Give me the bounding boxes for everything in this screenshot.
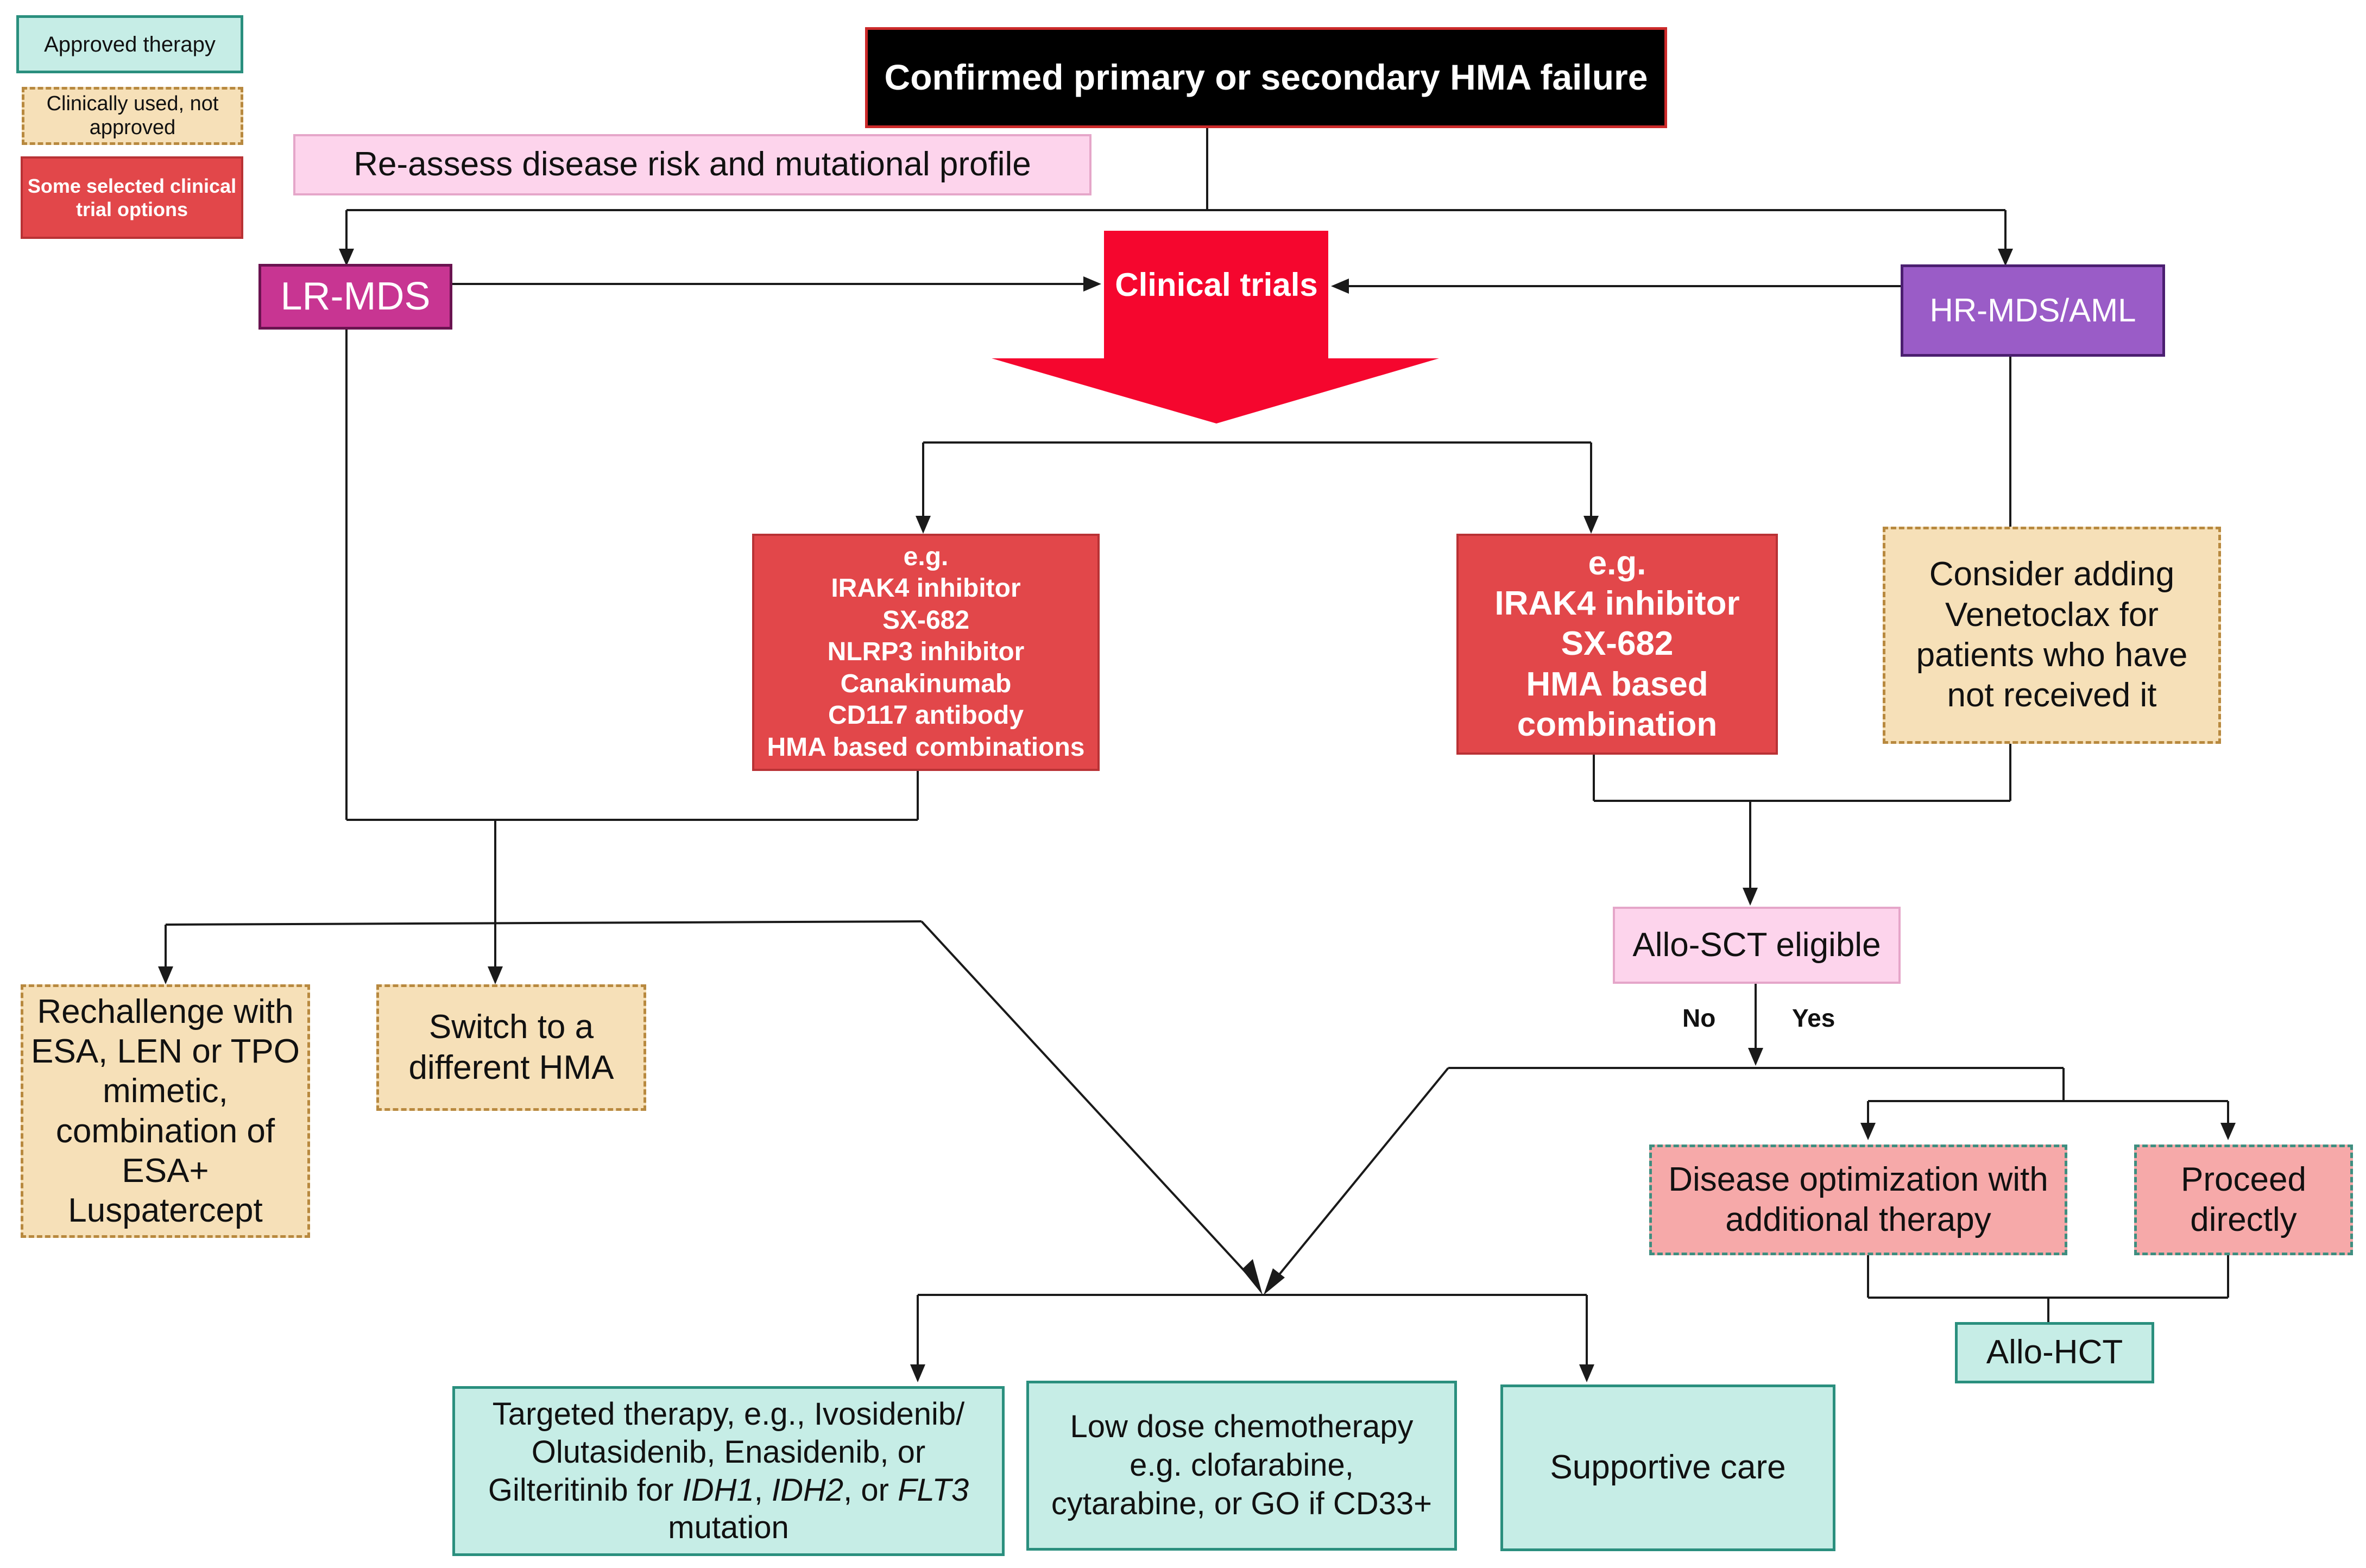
legend-trial-line2: trial options	[76, 198, 188, 220]
lr-mds-box: LR-MDS	[258, 264, 452, 330]
arrowhead-lr-to-trials	[1083, 276, 1101, 292]
arrowhead-rechallenge	[158, 966, 173, 984]
arrowhead-disease-opt	[1860, 1123, 1876, 1140]
proceed-line: directly	[2190, 1201, 2297, 1238]
clinical-trials-arrow	[992, 231, 1439, 423]
allo-sct-box: Allo-SCT eligible	[1613, 907, 1901, 984]
switch-hma-line: different HMA	[408, 1048, 614, 1086]
arrowhead-switch-hma	[488, 966, 503, 984]
targeted-therapy-box: Targeted therapy, e.g., Ivosidenib/ Olut…	[452, 1386, 1005, 1556]
venetoclax-line: Consider adding	[1929, 555, 2175, 593]
rechallenge-box: Rechallenge with ESA, LEN or TPO mimetic…	[21, 984, 310, 1238]
clinical-trials-text: Clinical trials	[1115, 267, 1318, 303]
proceed-directly-box: Proceed directly	[2134, 1145, 2353, 1255]
trials-left-item: HMA based combinations	[767, 732, 1085, 762]
allo-hct-box: Allo-HCT	[1955, 1322, 2154, 1383]
arrowhead-bottom-center-right	[1264, 1268, 1285, 1295]
rechallenge-line: combination of	[55, 1112, 275, 1150]
gene-idh1: IDH1	[682, 1472, 754, 1508]
trials-left-item: IRAK4 inhibitor	[831, 574, 1021, 603]
arrowhead-supportive	[1579, 1364, 1594, 1382]
lr-mds-label: LR-MDS	[280, 275, 431, 319]
trials-left-item: e.g.	[903, 542, 949, 571]
trials-right-item: SX-682	[1561, 625, 1674, 663]
legend-trial-line1: Some selected clinical	[27, 174, 237, 197]
trials-right-item: combination	[1517, 706, 1718, 744]
title-text: Confirmed primary or secondary HMA failu…	[884, 57, 1648, 98]
targeted-sep1: ,	[754, 1472, 772, 1508]
supportive-care-label: Supportive care	[1550, 1449, 1786, 1487]
trials-right-box: e.g. IRAK4 inhibitor SX-682 HMA based co…	[1456, 534, 1778, 755]
connector-lr-spread	[165, 920, 922, 926]
clinical-trials-label: Clinical trials	[1108, 258, 1325, 312]
arrowhead-lr-mds	[339, 249, 354, 266]
low-dose-line: e.g. clofarabine,	[1130, 1447, 1354, 1483]
venetoclax-line: not received it	[1947, 676, 2157, 715]
targeted-sep2: , or	[843, 1472, 898, 1508]
disease-opt-line: Disease optimization with	[1668, 1160, 2048, 1198]
targeted-line4: mutation	[668, 1510, 789, 1546]
trials-left-box: e.g. IRAK4 inhibitor SX-682 NLRP3 inhibi…	[752, 534, 1100, 771]
legend-trial: Some selected clinical trial options	[21, 156, 243, 239]
low-dose-chemo-box: Low dose chemotherapy e.g. clofarabine, …	[1026, 1381, 1457, 1551]
trials-left-item: Canakinumab	[840, 669, 1012, 698]
connector-no-to-bottom	[1276, 1067, 1449, 1278]
arrowhead-proceed	[2220, 1123, 2236, 1140]
venetoclax-line: patients who have	[1916, 636, 2188, 674]
legend-clinical-line1: Clinically used, not	[46, 92, 219, 115]
low-dose-line: cytarabine, or GO if CD33+	[1051, 1485, 1433, 1521]
switch-hma-line: Switch to a	[428, 1008, 594, 1046]
arrowhead-hr-mds	[1998, 249, 2013, 266]
low-dose-line: Low dose chemotherapy	[1070, 1409, 1414, 1445]
trials-left-item: NLRP3 inhibitor	[827, 637, 1025, 667]
arrowhead-bottom-center-left	[1242, 1259, 1263, 1295]
yes-label: Yes	[1792, 1004, 1835, 1032]
legend-approved-label: Approved therapy	[44, 32, 216, 56]
legend-clinical: Clinically used, not approved	[22, 87, 243, 145]
arrowhead-trials-right	[1583, 516, 1599, 534]
trials-right-item: IRAK4 inhibitor	[1494, 584, 1740, 622]
arrowhead-targeted	[910, 1364, 925, 1382]
reassess-box: Re-assess disease risk and mutational pr…	[293, 134, 1091, 195]
rechallenge-line: Luspatercept	[68, 1191, 263, 1229]
targeted-line2: Olutasidenib, Enasidenib, or	[531, 1434, 926, 1470]
arrowhead-hr-to-trials	[1331, 279, 1349, 294]
trials-left-item: CD117 antibody	[828, 701, 1024, 730]
supportive-care-box: Supportive care	[1500, 1384, 1835, 1551]
legend-clinical-line2: approved	[89, 116, 176, 139]
switch-hma-box: Switch to a different HMA	[376, 984, 646, 1111]
targeted-line1: Targeted therapy, e.g., Ivosidenib/	[492, 1396, 965, 1432]
rechallenge-line: mimetic,	[103, 1072, 228, 1110]
reassess-text: Re-assess disease risk and mutational pr…	[354, 146, 1031, 184]
arrowhead-allo-sct	[1743, 888, 1758, 906]
proceed-line: Proceed	[2181, 1160, 2306, 1198]
hr-mds-box: HR-MDS/AML	[1901, 264, 2165, 357]
gene-idh2: IDH2	[772, 1472, 844, 1508]
gene-flt3: FLT3	[898, 1472, 969, 1508]
trials-right-item: HMA based	[1526, 665, 1708, 703]
disease-optimization-box: Disease optimization with additional the…	[1649, 1145, 2067, 1255]
venetoclax-box: Consider adding Venetoclax for patients …	[1883, 527, 2221, 744]
targeted-line3: Gilteritinib for IDH1, IDH2, or FLT3	[488, 1471, 969, 1509]
rechallenge-line: ESA+	[122, 1152, 209, 1190]
allo-hct-label: Allo-HCT	[1986, 1333, 2123, 1371]
targeted-line3-pre: Gilteritinib for	[488, 1472, 683, 1508]
hr-mds-label: HR-MDS/AML	[1929, 292, 2136, 328]
legend-approved: Approved therapy	[16, 15, 243, 73]
trials-left-item: SX-682	[882, 605, 970, 635]
page-title: Confirmed primary or secondary HMA failu…	[865, 27, 1667, 128]
trials-right-item: e.g.	[1588, 544, 1646, 582]
rechallenge-line: Rechallenge with	[37, 993, 294, 1031]
arrowhead-allo-sct-down	[1748, 1048, 1763, 1066]
connector-lr-to-bottom	[920, 920, 1251, 1278]
arrowhead-trials-left	[916, 516, 931, 534]
disease-opt-line: additional therapy	[1725, 1201, 1991, 1238]
rechallenge-line: ESA, LEN or TPO	[30, 1033, 300, 1071]
allo-sct-label: Allo-SCT eligible	[1632, 926, 1881, 964]
venetoclax-line: Venetoclax for	[1945, 596, 2159, 634]
no-label: No	[1682, 1004, 1716, 1032]
